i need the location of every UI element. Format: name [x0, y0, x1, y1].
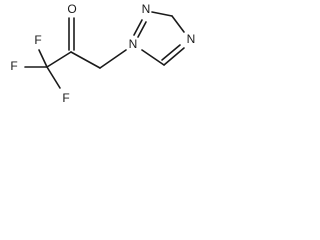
bond-n2-c3	[151, 11, 173, 17]
atom-n-triazole-4: N	[187, 32, 196, 46]
bond-cf3-f-top	[38, 49, 48, 68]
atom-f-bottom: F	[62, 91, 69, 105]
bond-c5-n1	[141, 49, 165, 66]
bond-carbonyl-ch2	[70, 51, 101, 69]
bond-cf3-f-bottom	[46, 66, 61, 89]
bond-n1-n2	[133, 19, 143, 36]
atom-f-left: F	[10, 59, 17, 73]
chemical-structure-diagram: F F F O N N N	[0, 0, 217, 121]
bond-n1-n2-double	[137, 21, 147, 38]
atom-o-carbonyl: O	[67, 2, 76, 16]
bond-n4-c5-double	[161, 44, 181, 61]
bond-n4-c5	[163, 47, 185, 66]
atom-n-triazole-2: N	[142, 2, 151, 16]
bond-c3-n4	[171, 15, 185, 33]
bond-ch2-n1	[99, 49, 127, 69]
bond-cf3-carbonyl	[46, 51, 72, 68]
structure-canvas: F F F O N N N	[10, 2, 196, 105]
atom-n-triazole-1: N	[129, 37, 138, 51]
atom-f-top: F	[34, 33, 41, 47]
